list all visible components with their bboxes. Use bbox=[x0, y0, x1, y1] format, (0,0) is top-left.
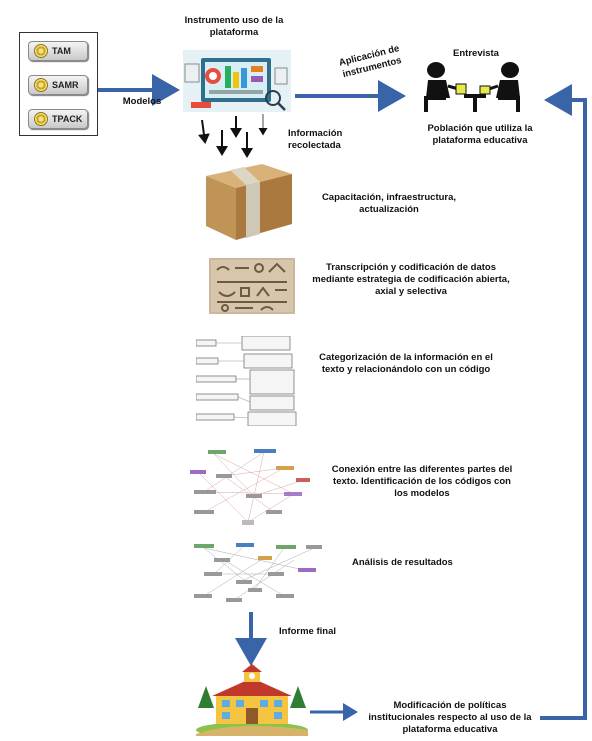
model-samr-button[interactable]: SAMR bbox=[28, 75, 88, 95]
transcription-stone-image bbox=[209, 258, 295, 314]
models-box: TAM SAMR TPACK bbox=[19, 32, 98, 136]
gear-icon bbox=[34, 78, 48, 92]
cardboard-box-image bbox=[206, 164, 292, 240]
interview-label: Entrevista bbox=[453, 48, 499, 59]
info-collected-label: Información recolectada bbox=[288, 128, 343, 151]
instrument-title: Instrumento uso de la plataforma bbox=[184, 15, 284, 38]
gear-icon bbox=[34, 44, 48, 58]
interview-people-image bbox=[424, 62, 520, 112]
population-label: Población que utiliza la plataforma educ… bbox=[427, 123, 533, 146]
categorization-label: Categorización de la información en el t… bbox=[319, 352, 493, 375]
connection-network-image bbox=[190, 449, 310, 525]
connection-label: Conexión entre las diferentes partes del… bbox=[331, 464, 513, 499]
model-samr-label: SAMR bbox=[52, 80, 79, 90]
transcription-label: Transcripción y codificación de datos me… bbox=[312, 262, 510, 297]
model-tpack-label: TPACK bbox=[52, 114, 83, 124]
platform-dashboard-image bbox=[183, 50, 291, 112]
model-tam-button[interactable]: TAM bbox=[28, 41, 88, 61]
analysis-label: Análisis de resultados bbox=[352, 557, 453, 568]
model-tam-label: TAM bbox=[52, 46, 71, 56]
arrow-info-1 bbox=[197, 119, 210, 144]
final-report-label: Informe final bbox=[279, 626, 337, 637]
training-label: Capacitación, infraestructura, actualiza… bbox=[321, 192, 457, 215]
categorization-codes-image bbox=[196, 336, 297, 426]
gear-icon bbox=[34, 112, 48, 126]
policy-label: Modificación de políticas institucionale… bbox=[368, 700, 532, 735]
analysis-network-image bbox=[194, 543, 322, 602]
arrow-feedback-loop bbox=[540, 84, 587, 720]
model-tpack-button[interactable]: TPACK bbox=[28, 109, 88, 129]
models-label: Modelos bbox=[122, 96, 162, 107]
school-building-image bbox=[196, 664, 308, 736]
